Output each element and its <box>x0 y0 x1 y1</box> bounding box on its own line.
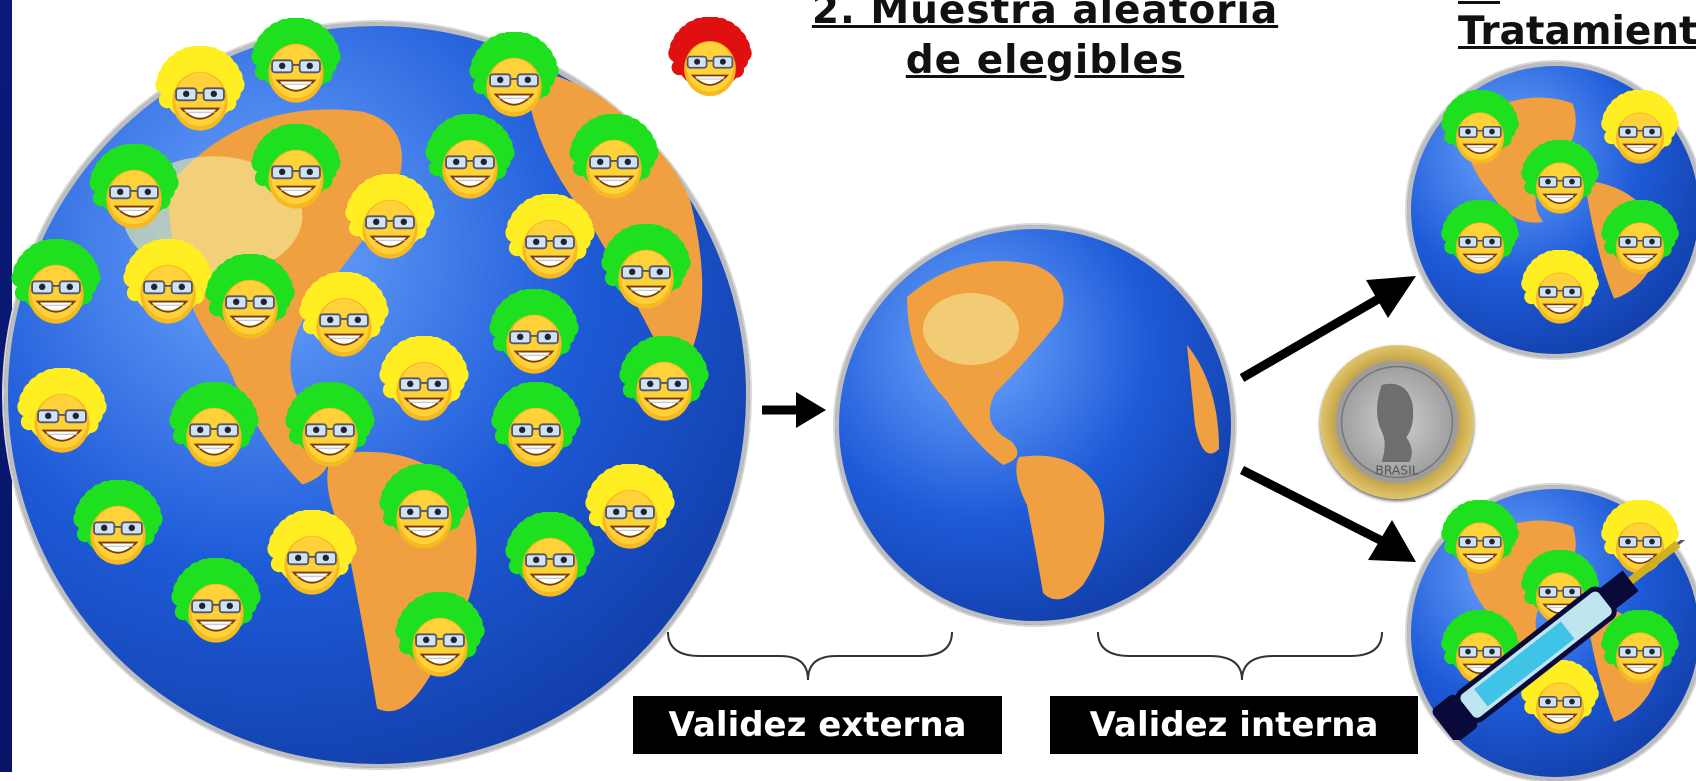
person-face-icon <box>251 124 341 209</box>
person-face-icon <box>491 382 581 467</box>
person-face-icon <box>251 18 341 103</box>
eligibility-criterion-face-icon <box>668 17 752 97</box>
syringe-icon <box>1432 540 1696 740</box>
person-face-icon <box>379 336 469 421</box>
person-face-icon <box>1521 140 1599 214</box>
coin-face-icon: BRASIL <box>1340 365 1454 479</box>
internal-validity-brace <box>1097 631 1383 681</box>
person-face-icon <box>155 46 245 131</box>
person-face-icon <box>1521 250 1599 324</box>
person-face-icon <box>11 239 101 324</box>
step-title-line1: 2. Muestra aleatoria <box>811 0 1279 33</box>
person-face-icon <box>1601 90 1679 164</box>
step-title: 2. Muestra aleatoria de elegibles <box>795 0 1295 86</box>
person-face-icon <box>1601 200 1679 274</box>
person-face-icon <box>489 289 579 374</box>
treatment-title: 3. Tratamiento <box>1458 0 1696 54</box>
external-validity-label: Validez externa <box>633 696 1002 754</box>
person-face-icon <box>425 114 515 199</box>
person-face-icon <box>469 32 559 117</box>
person-face-icon <box>1601 500 1679 574</box>
arrow-to-sample <box>762 392 826 428</box>
person-face-icon <box>1441 500 1519 574</box>
person-face-icon <box>299 272 389 357</box>
person-face-icon <box>505 194 595 279</box>
person-face-icon <box>205 254 295 339</box>
americas-illustration <box>907 261 1219 600</box>
person-face-icon <box>267 510 357 595</box>
person-face-icon <box>89 144 179 229</box>
person-face-icon <box>585 464 675 549</box>
person-face-icon <box>1441 90 1519 164</box>
person-face-icon <box>169 382 259 467</box>
person-face-icon <box>379 464 469 549</box>
person-face-icon <box>569 114 659 199</box>
person-face-icon <box>1601 610 1679 684</box>
person-face-icon <box>73 480 163 565</box>
person-face-icon <box>601 224 691 309</box>
person-face-icon <box>1441 200 1519 274</box>
person-face-icon <box>619 336 709 421</box>
person-face-icon <box>395 592 485 677</box>
coin-text: BRASIL <box>1375 463 1418 477</box>
sample-globe <box>835 225 1235 625</box>
internal-validity-label: Validez interna <box>1050 696 1418 754</box>
coin-toss-icon: BRASIL <box>1320 345 1474 499</box>
person-face-icon <box>505 512 595 597</box>
person-face-icon <box>17 368 107 453</box>
step-title-line2: de elegibles <box>905 38 1185 83</box>
person-face-icon <box>345 174 435 259</box>
person-face-icon <box>171 558 261 643</box>
person-face-icon <box>123 239 213 324</box>
person-face-icon <box>1521 660 1599 734</box>
person-face-icon <box>285 382 375 467</box>
